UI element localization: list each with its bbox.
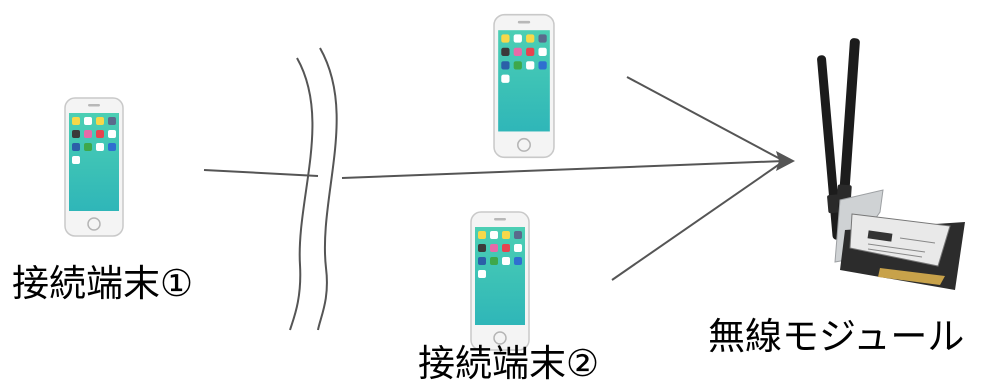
smartphone-icon: [493, 13, 555, 159]
link-main: [341, 160, 785, 179]
arrowhead-icon: [776, 151, 795, 171]
link-bottom: [611, 160, 785, 281]
wireless-card-icon: [817, 38, 965, 290]
link-device1: [203, 169, 319, 177]
smartphone-icon: [64, 97, 124, 237]
wireless-module-label: 無線モジュール: [708, 315, 965, 358]
smartphone-icon: [470, 211, 530, 351]
device2-label: 接続端末②: [418, 342, 600, 385]
wall-break-icon: [289, 47, 338, 331]
link-top: [626, 76, 785, 162]
device1-label: 接続端末①: [12, 262, 194, 305]
